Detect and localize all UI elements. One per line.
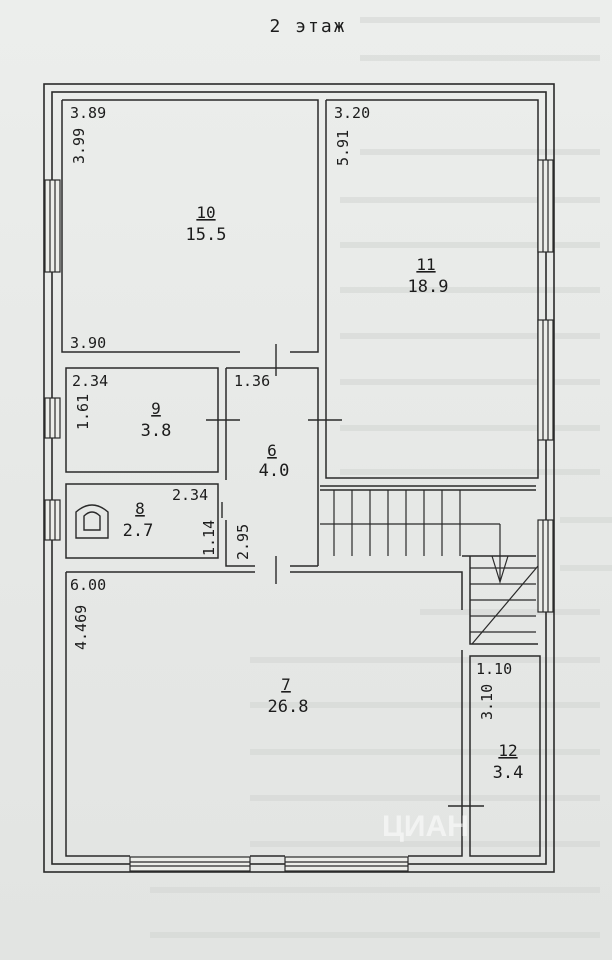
window-room-11-upper <box>537 159 554 253</box>
room-8: 2.34 1.14 8 2.7 <box>123 486 218 556</box>
room-7-area: 26.8 <box>268 697 309 717</box>
staircase <box>320 490 539 645</box>
room-9-dim-side: 1.61 <box>74 394 92 430</box>
room-6: 1.36 2.95 6 4.0 <box>234 372 289 560</box>
room-8-dim-side: 1.14 <box>200 520 218 556</box>
room-7-number: 7 <box>281 675 291 694</box>
room-8-dim-top: 2.34 <box>172 486 208 504</box>
room-7-dim-top: 6.00 <box>70 576 106 594</box>
room-8-area: 2.7 <box>123 521 154 541</box>
room-11-dim-top: 3.20 <box>334 104 370 122</box>
window-room-7-left <box>129 856 251 872</box>
window-room-9 <box>44 397 61 439</box>
room-10: 3.89 3.99 3.90 10 15.5 <box>70 104 226 352</box>
floor-title: 2 этаж <box>269 16 346 37</box>
window-room-7-right <box>284 856 409 872</box>
room-12-dim-side: 3.10 <box>478 684 496 720</box>
room-11: 3.20 5.91 11 18.9 <box>334 104 448 297</box>
room-7-dim-side: 4.469 <box>72 605 90 650</box>
windows <box>44 159 554 872</box>
room-10-number: 10 <box>196 203 215 222</box>
toilet-icon <box>75 504 109 539</box>
room-6-dim-top: 1.36 <box>234 372 270 390</box>
door-marks <box>206 344 484 807</box>
interior-walls <box>61 99 541 857</box>
room-7: 6.00 4.469 7 26.8 <box>70 576 308 717</box>
room-9: 2.34 1.61 9 3.8 <box>72 372 171 441</box>
room-11-dim-side: 5.91 <box>334 130 352 166</box>
room-9-number: 9 <box>151 399 161 418</box>
room-12-number: 12 <box>498 741 517 760</box>
room-12-area: 3.4 <box>493 763 524 783</box>
room-10-dim-side: 3.99 <box>70 128 88 164</box>
window-room-8 <box>44 499 61 541</box>
room-9-dim-top: 2.34 <box>72 372 108 390</box>
window-room-11-lower <box>537 319 554 441</box>
background-texture <box>150 17 612 938</box>
window-room-10 <box>44 179 61 273</box>
watermark-logo: ЦИАН <box>382 810 469 843</box>
room-11-number: 11 <box>416 255 435 274</box>
room-11-area: 18.9 <box>408 277 449 297</box>
room-9-area: 3.8 <box>141 421 172 441</box>
room-8-number: 8 <box>135 499 145 518</box>
window-stairs <box>537 519 554 613</box>
room-12-dim-top: 1.10 <box>476 660 512 678</box>
room-6-area: 4.0 <box>259 461 290 481</box>
room-10-dim-top: 3.89 <box>70 104 106 122</box>
room-12: 1.10 3.10 12 3.4 <box>476 660 523 783</box>
room-10-area: 15.5 <box>186 225 227 245</box>
room-10-dim-bottom: 3.90 <box>70 334 106 352</box>
room-6-number: 6 <box>267 441 277 460</box>
room-6-dim-side: 2.95 <box>234 524 252 560</box>
